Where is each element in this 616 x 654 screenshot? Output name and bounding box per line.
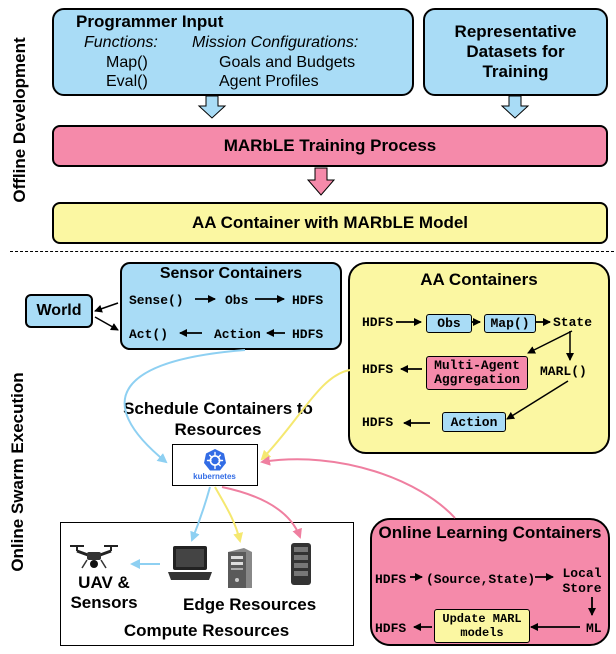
programmer-input-title: Programmer Input <box>76 12 224 31</box>
missions-header: Mission Configurations: <box>192 34 359 51</box>
hdfs-in-label: HDFS <box>292 327 324 342</box>
block-arrow-input <box>197 95 227 119</box>
programmer-input-box: Programmer Input Functions: Map() Eval()… <box>52 8 414 96</box>
kubernetes-label: kubernetes <box>193 472 236 481</box>
function-map: Map() <box>106 54 148 71</box>
aa-aggregation-chip: Multi-Agent Aggregation <box>426 356 528 390</box>
edge-resources-label: Edge Resources <box>183 595 317 614</box>
online-learning-box: Online Learning Containers HDFS (Source,… <box>370 518 610 646</box>
aa-hdfs-action: HDFS <box>362 415 394 430</box>
obs-label: Obs <box>225 293 249 308</box>
aa-containers-box: AA Containers HDFS Obs Map() State HDFS … <box>348 262 610 454</box>
functions-header: Functions: <box>84 34 158 51</box>
aa-state: State <box>553 315 593 330</box>
action-label: Action <box>214 327 261 342</box>
ol-update-chip: Update MARL models <box>434 609 530 643</box>
online-section-label: Online Swarm Execution <box>8 372 27 572</box>
ol-hdfs-out: HDFS <box>375 621 407 636</box>
aa-map-chip: Map() <box>484 314 536 333</box>
aa-obs-chip: Obs <box>426 314 472 333</box>
act-call: Act() <box>129 327 169 342</box>
aa-marl: MARL() <box>540 364 587 379</box>
block-arrow-training <box>306 167 336 196</box>
uav-sensors-label: UAV & Sensors <box>70 573 138 612</box>
offline-section-label: Offline Development <box>10 37 29 203</box>
aa-container-model-box: AA Container with MARbLE Model <box>52 202 608 244</box>
mission-profiles: Agent Profiles <box>219 73 319 90</box>
ol-ml: ML <box>586 621 602 636</box>
laptop-icon <box>166 544 214 584</box>
kubernetes-logo-icon <box>203 448 227 472</box>
world-box: World <box>25 294 93 328</box>
server-tower-icon <box>224 546 256 590</box>
ol-hdfs-in: HDFS <box>375 572 407 587</box>
server-rack-icon <box>290 542 312 586</box>
online-learning-title: Online Learning Containers <box>378 523 602 542</box>
aa-action-chip: Action <box>442 412 506 432</box>
aa-containers-title: AA Containers <box>420 270 538 289</box>
drone-icon <box>66 542 122 572</box>
kubernetes-box: kubernetes <box>172 444 258 486</box>
schedule-label: Schedule Containers to Resources <box>123 399 313 439</box>
compute-resources-title: Compute Resources <box>123 621 290 640</box>
ol-local-store: Local Store <box>562 566 602 596</box>
mission-goals: Goals and Budgets <box>219 54 356 71</box>
training-process-box: MARbLE Training Process <box>52 125 608 167</box>
block-arrow-datasets <box>500 95 530 119</box>
ol-source-state: (Source,State) <box>426 572 536 587</box>
hdfs-out-label: HDFS <box>292 293 324 308</box>
sensor-containers-title: Sensor Containers <box>159 265 303 282</box>
sense-call: Sense() <box>129 293 184 308</box>
datasets-box: Representative Datasets for Training <box>423 8 608 96</box>
function-eval: Eval() <box>106 73 148 90</box>
section-divider <box>10 251 614 252</box>
aa-hdfs-in: HDFS <box>362 315 394 330</box>
sensor-containers-box: Sensor Containers Sense() Obs HDFS Act()… <box>120 262 342 350</box>
aa-hdfs-agg: HDFS <box>362 362 394 377</box>
